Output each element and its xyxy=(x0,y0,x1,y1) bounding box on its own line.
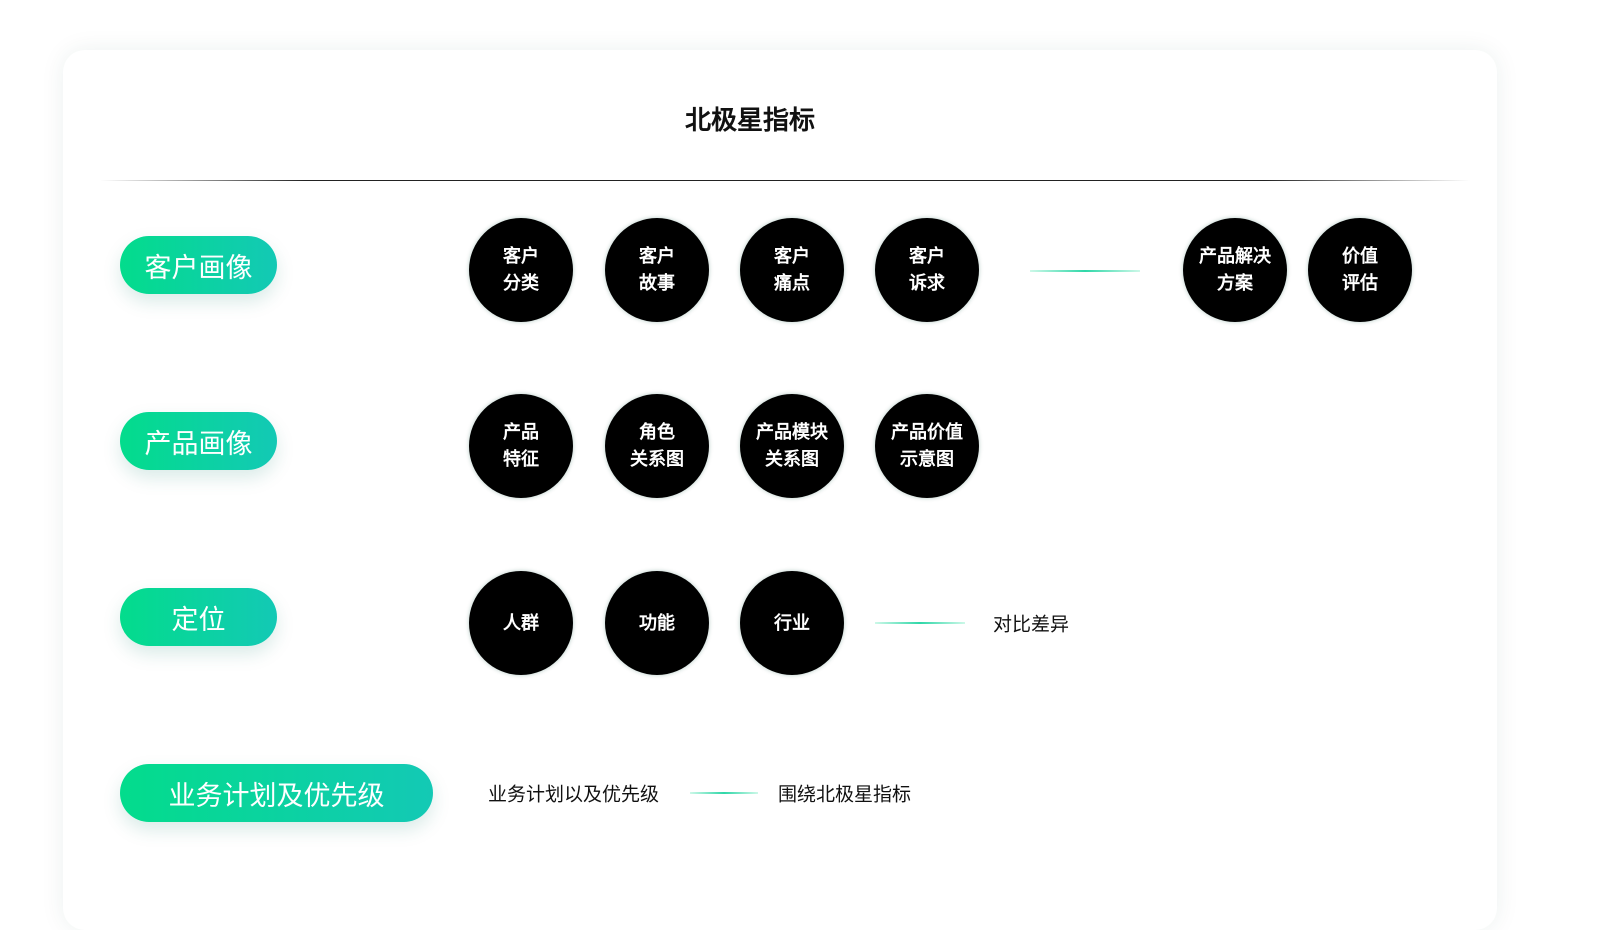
page-title: 北极星指标 xyxy=(684,106,815,136)
node: 客户 故事 xyxy=(605,218,709,322)
divider xyxy=(100,180,1470,181)
node: 客户 诉求 xyxy=(875,218,979,322)
category-business-plan: 业务计划及优先级 xyxy=(120,764,433,822)
connector-line xyxy=(1030,270,1140,272)
note-text: 对比差异 xyxy=(993,613,1070,636)
category-product-profile: 产品画像 xyxy=(120,412,277,470)
node: 产品 特征 xyxy=(469,394,573,498)
note-text: 业务计划以及优先级 xyxy=(488,783,660,806)
connector-line xyxy=(875,622,965,624)
node: 人群 xyxy=(469,571,573,675)
node: 行业 xyxy=(740,571,844,675)
category-customer-profile: 客户画像 xyxy=(120,236,277,294)
node: 产品模块 关系图 xyxy=(740,394,844,498)
node: 产品解决 方案 xyxy=(1183,218,1287,322)
connector-line xyxy=(690,792,758,794)
node: 客户 分类 xyxy=(469,218,573,322)
note-text: 围绕北极星指标 xyxy=(778,783,912,806)
node: 功能 xyxy=(605,571,709,675)
node: 客户 痛点 xyxy=(740,218,844,322)
node: 角色 关系图 xyxy=(605,394,709,498)
node: 产品价值 示意图 xyxy=(875,394,979,498)
node: 价值 评估 xyxy=(1308,218,1412,322)
category-positioning: 定位 xyxy=(120,588,277,646)
